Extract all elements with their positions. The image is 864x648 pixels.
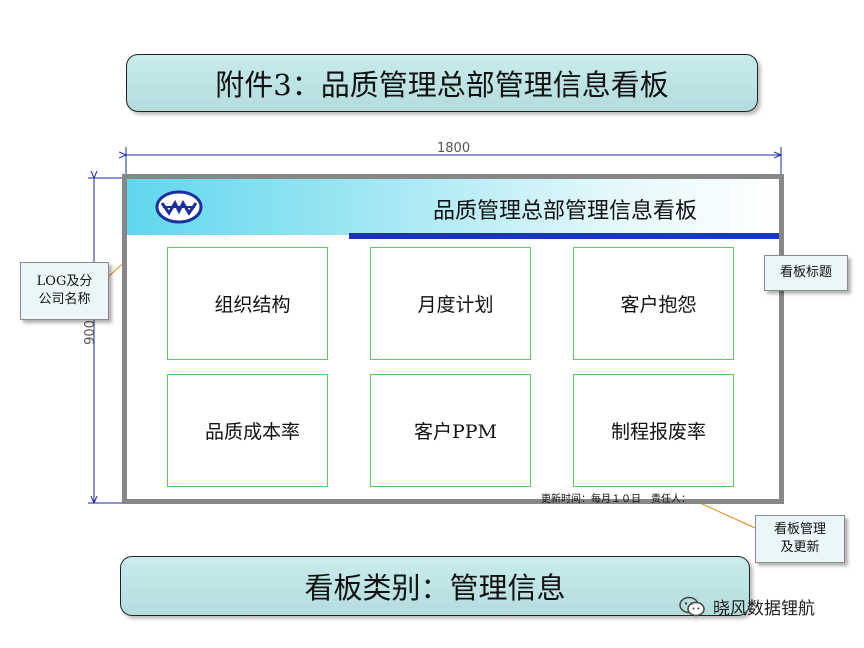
callout-board-title: 看板标题 [764, 255, 848, 291]
tile-label: 客户抱怨 [620, 294, 697, 316]
tile-monthly-plan: 月度计划 [370, 247, 531, 360]
tile-customer-ppm: 客户PPM [370, 374, 531, 487]
tile-process-scrap-rate: 制程报废率 [573, 374, 734, 487]
tile-label: 制程报废率 [610, 421, 706, 443]
board-header: 品质管理总部管理信息看板 [127, 179, 779, 235]
board-title: 品质管理总部管理信息看板 [433, 199, 698, 224]
tile-label: 组织结构 [214, 294, 291, 316]
manage-leader-line [699, 502, 756, 529]
dashboard-board: 品质管理总部管理信息看板 组织结构 月度计划 客户抱怨 品质成本率 客户PPM … [122, 174, 784, 505]
tile-label: 品质成本率 [204, 421, 300, 443]
callout-label: LOG及分公司名称 [36, 274, 93, 307]
tile-label: 月度计划 [417, 294, 494, 316]
callout-label: 看板管理及更新 [773, 522, 826, 555]
board-header-stripe [349, 233, 779, 239]
tile-customer-complaints: 客户抱怨 [573, 247, 734, 360]
board-category: 看板类别：管理信息 [120, 556, 750, 616]
callout-board-management: 看板管理及更新 [755, 515, 845, 563]
tile-organization: 组织结构 [167, 247, 328, 360]
callout-logo-name: LOG及分公司名称 [20, 262, 109, 320]
watermark-text: 晓风数据锂航 [713, 599, 815, 619]
board-footer: 更新时间：每月１０日 责任人： [541, 494, 691, 505]
width-dimension-label: 1800 [437, 141, 471, 156]
page-title: 附件3：品质管理总部管理信息看板 [126, 54, 758, 112]
tile-quality-cost-rate: 品质成本率 [167, 374, 328, 487]
callout-label: 看板标题 [779, 265, 832, 280]
watermark: 晓风数据锂航 [679, 594, 815, 619]
wechat-icon [679, 596, 705, 616]
tile-label: 客户PPM [413, 421, 498, 443]
height-dimension-label: 900 [82, 320, 98, 345]
company-logo-icon [155, 190, 203, 224]
